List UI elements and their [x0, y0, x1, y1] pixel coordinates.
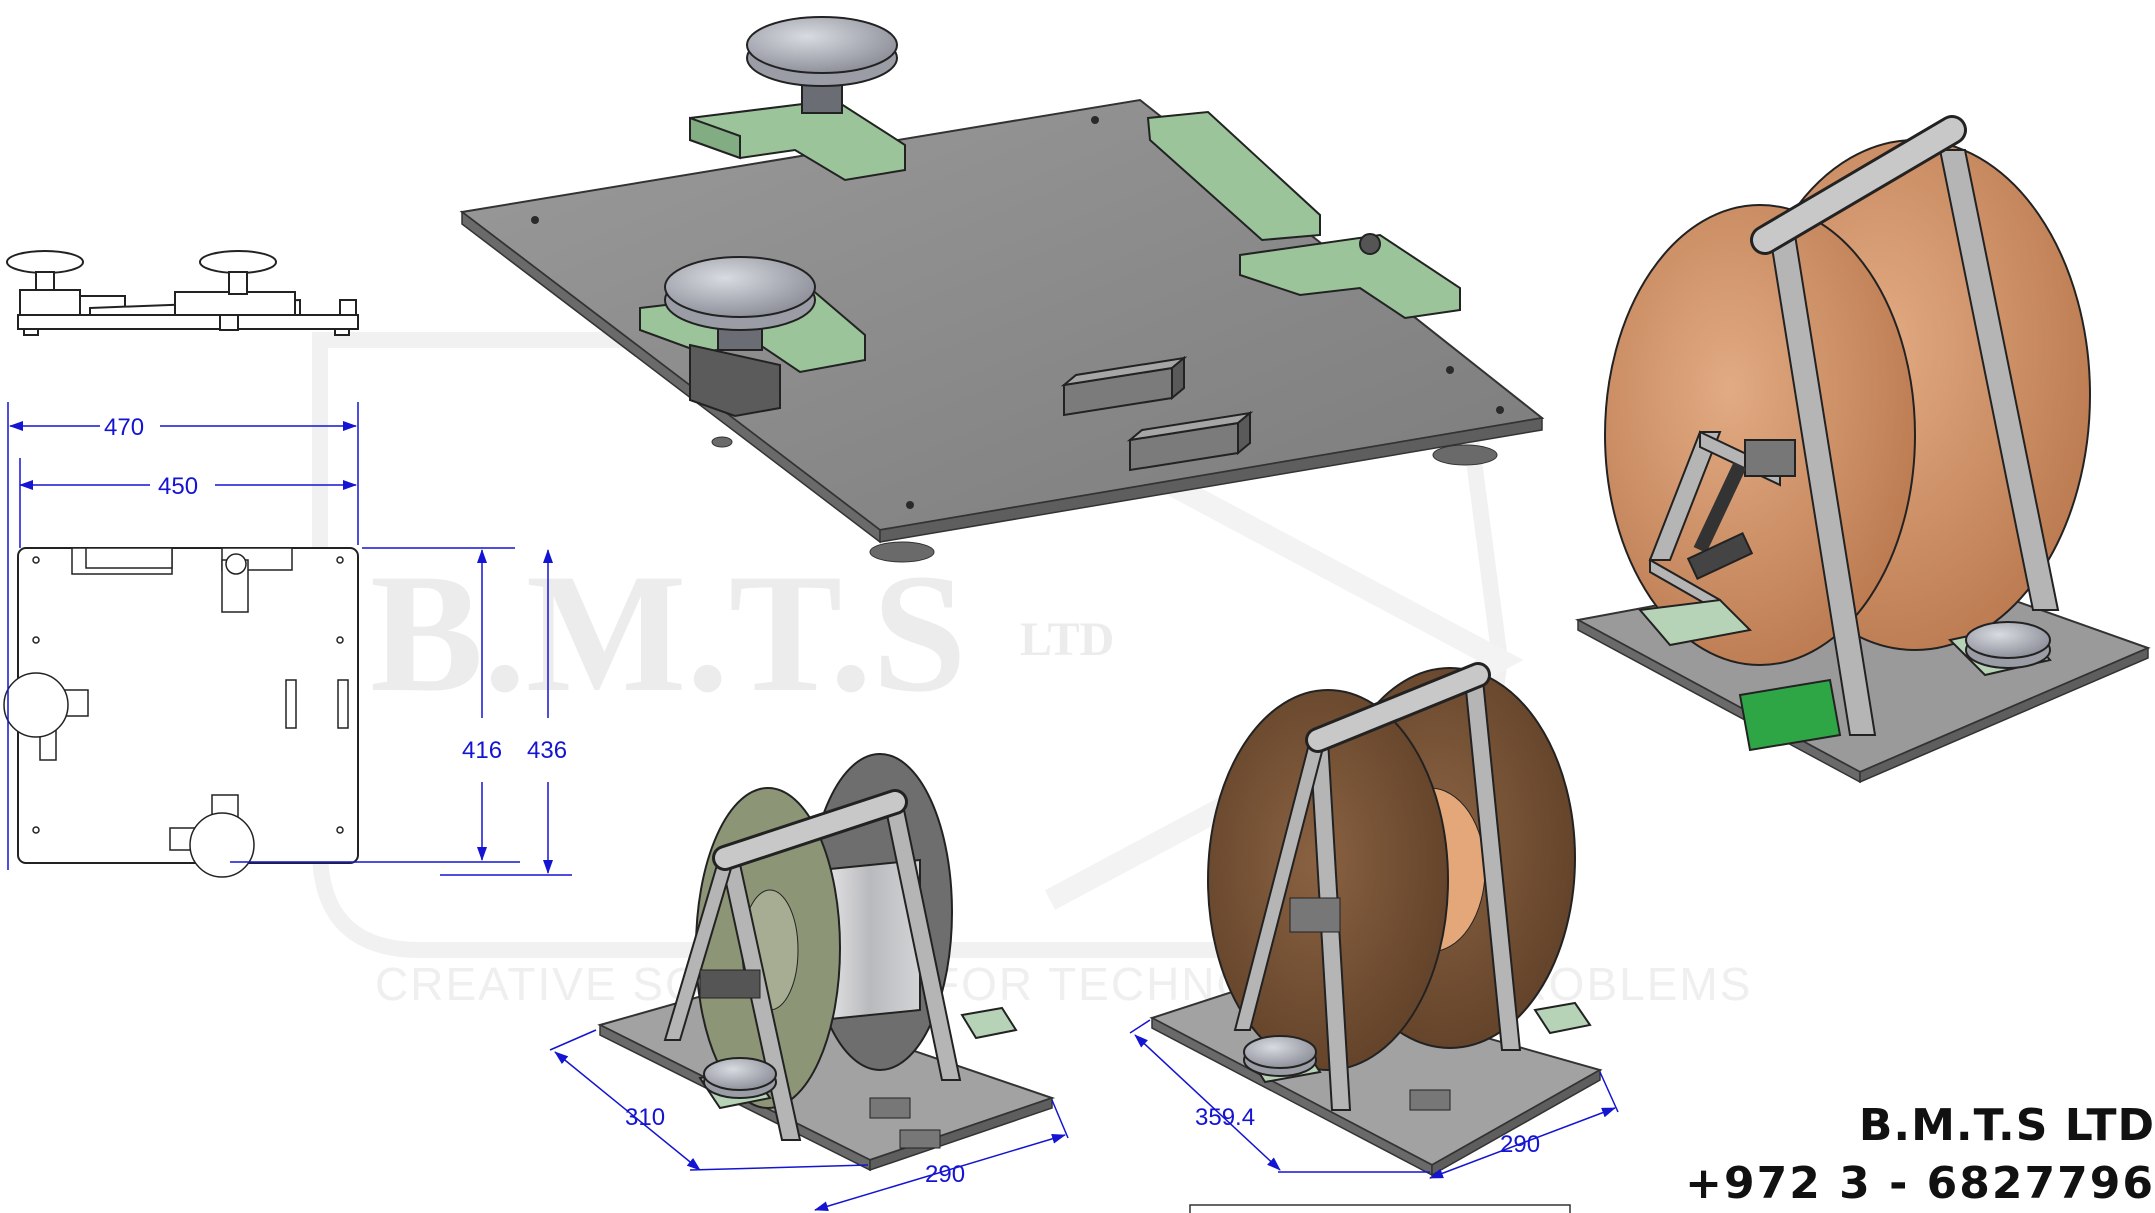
dim-width-inner: 450	[158, 473, 198, 500]
iso-plate-block-1	[1060, 355, 1188, 417]
reel-copper-handle	[1750, 115, 1967, 255]
top-view	[3, 547, 359, 878]
reel-small-knob	[703, 1057, 777, 1099]
dim-small-reel-depth: 310	[625, 1104, 665, 1131]
reel-copper-assembly	[1575, 115, 2151, 784]
iso-clamp-top-left	[689, 98, 906, 182]
iso-clamp-right	[1239, 233, 1461, 320]
company-name: B.M.T.S LTD	[1858, 1100, 2155, 1151]
watermark-brand-suffix: LTD	[1020, 613, 1114, 666]
watermark-brand: B.M.T.S	[370, 539, 967, 727]
dim-depth-inner: 416	[462, 737, 502, 764]
reel-copper-knob	[1965, 621, 2051, 669]
iso-plate-block-2	[1126, 410, 1254, 472]
dim-large-reel-depth: 359.4	[1195, 1104, 1255, 1131]
side-view	[6, 250, 359, 336]
side-view-knob-left	[6, 250, 84, 274]
dim-depth-outer: 436	[527, 737, 567, 764]
reel-copper-front-flange	[1604, 204, 1916, 666]
top-view-knob-left	[3, 672, 69, 738]
iso-knob-bottom	[664, 256, 816, 351]
dim-small-reel-width: 290	[925, 1161, 965, 1188]
watermark-arrow	[1044, 410, 1524, 910]
reel-brown-knob	[1243, 1035, 1317, 1077]
reel-brown-handle	[1305, 662, 1491, 753]
reel-brown-assembly	[1149, 662, 1603, 1177]
top-view-knob-bottom	[189, 812, 255, 878]
company-phone: +972 3 - 6827796	[1685, 1158, 2155, 1209]
side-view-knob-right	[199, 250, 277, 274]
iso-clamp-right-top	[1146, 110, 1321, 242]
title-block-fragment	[1189, 1204, 1571, 1213]
reel-small-dimension-lines	[549, 1029, 1069, 1212]
reel-brown-dimension-lines	[1129, 1019, 1619, 1179]
iso-knob-top	[746, 16, 898, 114]
iso-base-plate	[459, 16, 1545, 563]
reel-copper-crank	[1686, 439, 1796, 580]
reel-small-handle	[712, 789, 908, 871]
dim-large-reel-width: 290	[1500, 1131, 1540, 1158]
dim-width-outer: 470	[104, 414, 144, 441]
dimension-lines	[7, 402, 572, 876]
